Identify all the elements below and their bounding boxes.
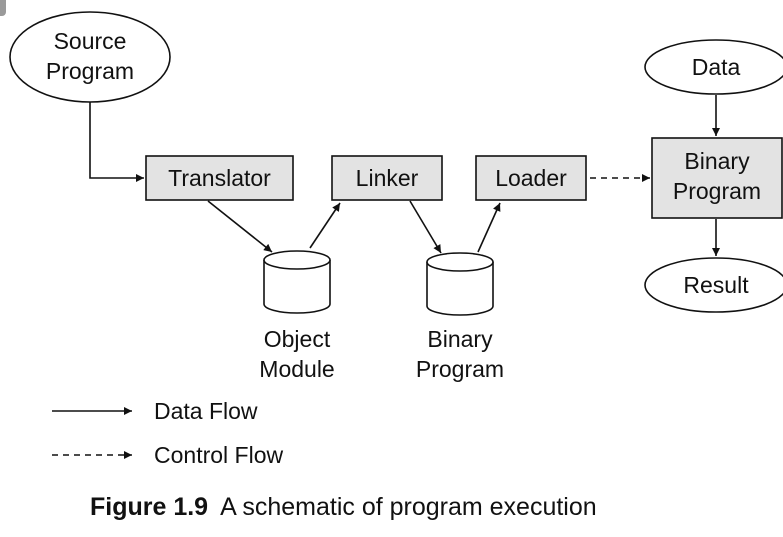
binary-program-line1: Binary bbox=[684, 148, 750, 174]
object-module-line1: Object bbox=[264, 326, 331, 352]
binary-program-storage-line2: Program bbox=[416, 356, 504, 382]
arrow-translator-to-object-module bbox=[207, 200, 273, 253]
legend: Data Flow Control Flow bbox=[52, 398, 283, 468]
source-program-node: Source Program bbox=[9, 11, 171, 103]
translator-node: Translator bbox=[145, 155, 294, 201]
caption-label: Figure 1.9 bbox=[90, 493, 208, 521]
source-program-line2: Program bbox=[46, 58, 134, 84]
binary-program-line2: Program bbox=[673, 178, 761, 204]
arrow-object-module-to-linker bbox=[309, 202, 341, 249]
arrow-source-to-translator bbox=[89, 102, 144, 182]
loader-label: Loader bbox=[495, 165, 567, 191]
binary-program-node: Binary Program bbox=[651, 137, 783, 219]
arrow-linker-to-binary-storage bbox=[409, 200, 442, 254]
result-node: Result bbox=[644, 257, 783, 313]
linker-node: Linker bbox=[331, 155, 443, 201]
source-program-line1: Source bbox=[54, 28, 127, 54]
linker-label: Linker bbox=[356, 165, 419, 191]
result-label: Result bbox=[683, 272, 749, 298]
arrow-binary-storage-to-loader bbox=[477, 202, 501, 253]
figure-caption: Figure 1.9 A schematic of program executi… bbox=[90, 493, 597, 521]
legend-control-flow-label: Control Flow bbox=[154, 442, 283, 468]
data-node: Data bbox=[644, 39, 783, 95]
object-module-storage: Object Module bbox=[259, 250, 335, 382]
binary-program-storage-line1: Binary bbox=[427, 326, 493, 352]
translator-label: Translator bbox=[168, 165, 271, 191]
caption-text: A schematic of program execution bbox=[220, 493, 597, 521]
corner-tab bbox=[0, 0, 6, 16]
object-module-line2: Module bbox=[259, 356, 334, 382]
data-label: Data bbox=[692, 54, 741, 80]
loader-node: Loader bbox=[475, 155, 587, 201]
binary-program-storage: Binary Program bbox=[416, 252, 504, 382]
legend-data-flow-label: Data Flow bbox=[154, 398, 258, 424]
